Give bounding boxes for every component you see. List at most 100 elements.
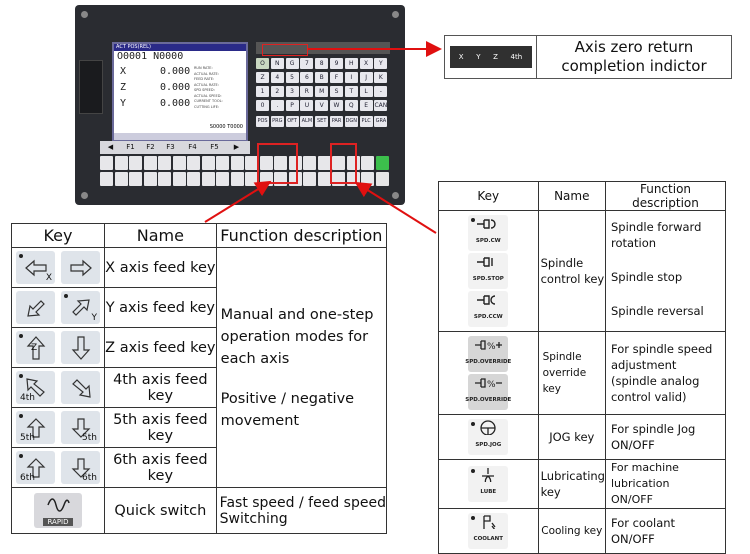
operation-key[interactable] [303, 156, 316, 170]
mode-key[interactable]: ALM [300, 116, 314, 127]
mode-key[interactable]: SET [315, 116, 329, 127]
keypad-key[interactable]: 3 [285, 86, 299, 97]
operation-key[interactable] [129, 172, 142, 186]
keypad-key[interactable]: L [359, 86, 373, 97]
spindle-jog-key[interactable]: SPD.JOG [468, 419, 509, 455]
coolant-key[interactable]: COOLANT [468, 513, 509, 549]
operation-key[interactable] [143, 172, 157, 186]
operation-key[interactable] [114, 156, 128, 170]
fourth-positive-key[interactable] [61, 371, 100, 404]
keypad-key[interactable]: B [315, 72, 329, 83]
spindle-override-down-key[interactable]: %SPD.OVERRIDE [465, 374, 511, 410]
operation-key[interactable] [187, 172, 200, 186]
operation-key[interactable] [129, 156, 142, 170]
operation-key[interactable] [201, 172, 215, 186]
keypad-key[interactable]: 8 [315, 58, 329, 69]
operation-key[interactable] [245, 156, 258, 170]
mode-key[interactable]: PLC [359, 116, 373, 127]
keypad-key[interactable]: G [285, 58, 299, 69]
rapid-key[interactable]: RAPID [34, 493, 82, 528]
operation-key[interactable] [114, 172, 128, 186]
operation-key[interactable] [375, 172, 389, 186]
operation-key[interactable] [361, 156, 374, 170]
keypad-key[interactable]: F [330, 72, 343, 83]
operation-key[interactable] [201, 156, 215, 170]
keypad-key[interactable]: 5 [285, 72, 299, 83]
mode-key[interactable]: DGN [344, 116, 358, 127]
operation-key[interactable] [143, 156, 157, 170]
prev-key[interactable]: ◀ [107, 143, 114, 151]
f3-key[interactable]: F3 [166, 143, 175, 151]
operation-key[interactable] [259, 156, 273, 170]
mode-key[interactable]: PAR [330, 116, 343, 127]
x-negative-key[interactable]: X [16, 251, 55, 284]
fifth-positive-key[interactable]: 5th [16, 411, 55, 444]
keypad-key[interactable]: P [285, 100, 299, 111]
lube-key[interactable]: LUBE [468, 466, 509, 502]
mode-key[interactable]: OFT [285, 116, 299, 127]
operation-key[interactable] [100, 156, 113, 170]
mode-key[interactable]: GRA [374, 116, 388, 127]
keypad-key[interactable]: T [344, 86, 358, 97]
keypad-key[interactable]: 0 [256, 100, 269, 111]
f5-key[interactable]: F5 [210, 143, 219, 151]
keypad-key[interactable]: - [374, 86, 388, 97]
keypad-key[interactable]: J [359, 72, 373, 83]
z-positive-key[interactable]: Z [16, 331, 55, 364]
spindle-cw-key[interactable]: SPD.CW [468, 215, 509, 251]
z-negative-key[interactable] [61, 331, 100, 364]
operation-key[interactable] [332, 156, 345, 170]
keypad-key[interactable]: W [330, 100, 343, 111]
mode-key[interactable]: POS [256, 116, 269, 127]
keypad-key[interactable]: . [270, 100, 284, 111]
keypad-key[interactable]: R [300, 86, 314, 97]
operation-key[interactable] [375, 156, 389, 170]
keypad-key[interactable]: Y [374, 58, 388, 69]
operation-key[interactable] [288, 156, 302, 170]
operation-key[interactable] [172, 172, 186, 186]
operation-key[interactable] [158, 172, 171, 186]
operation-key[interactable] [274, 156, 287, 170]
fourth-negative-key[interactable]: 4th [16, 371, 55, 404]
keypad-key[interactable]: H [344, 58, 358, 69]
operation-key[interactable] [100, 172, 113, 186]
fifth-negative-key[interactable]: 5th [61, 411, 100, 444]
keypad-key[interactable]: CAN [374, 100, 388, 111]
y-positive-key[interactable]: Y [61, 291, 100, 324]
mode-key[interactable]: PRG [270, 116, 284, 127]
keypad-key[interactable]: X [359, 58, 373, 69]
f4-key[interactable]: F4 [188, 143, 197, 151]
keypad-key[interactable]: S [330, 86, 343, 97]
operation-key[interactable] [216, 156, 229, 170]
keypad-key[interactable]: M [315, 86, 329, 97]
keypad-key[interactable]: I [344, 72, 358, 83]
spindle-override-up-key[interactable]: %SPD.OVERRIDE [465, 336, 511, 372]
operation-key[interactable] [216, 172, 229, 186]
sixth-negative-key[interactable]: 6th [61, 451, 100, 484]
keypad-key[interactable]: 4 [270, 72, 284, 83]
operation-key[interactable] [317, 172, 331, 186]
keypad-key[interactable]: E [359, 100, 373, 111]
operation-key[interactable] [172, 156, 186, 170]
f2-key[interactable]: F2 [146, 143, 155, 151]
keypad-key[interactable]: 7 [300, 58, 314, 69]
spindle-ccw-key[interactable]: SPD.CCW [468, 291, 509, 327]
operation-key[interactable] [187, 156, 200, 170]
operation-key[interactable] [317, 156, 331, 170]
keypad-key[interactable]: N [270, 58, 284, 69]
f1-key[interactable]: F1 [126, 143, 135, 151]
keypad-key[interactable]: Z [256, 72, 269, 83]
keypad-key[interactable]: Q [344, 100, 358, 111]
keypad-key[interactable]: O [256, 58, 269, 69]
operation-key[interactable] [230, 172, 244, 186]
sixth-positive-key[interactable]: 6th [16, 451, 55, 484]
keypad-key[interactable]: 6 [300, 72, 314, 83]
next-key[interactable]: ▶ [233, 143, 240, 151]
keypad-key[interactable]: U [300, 100, 314, 111]
x-positive-key[interactable] [61, 251, 100, 284]
keypad-key[interactable]: V [315, 100, 329, 111]
keypad-key[interactable]: 2 [270, 86, 284, 97]
operation-key[interactable] [158, 156, 171, 170]
spindle-stop-key[interactable]: SPD.STOP [468, 253, 509, 289]
keypad-key[interactable]: 1 [256, 86, 269, 97]
